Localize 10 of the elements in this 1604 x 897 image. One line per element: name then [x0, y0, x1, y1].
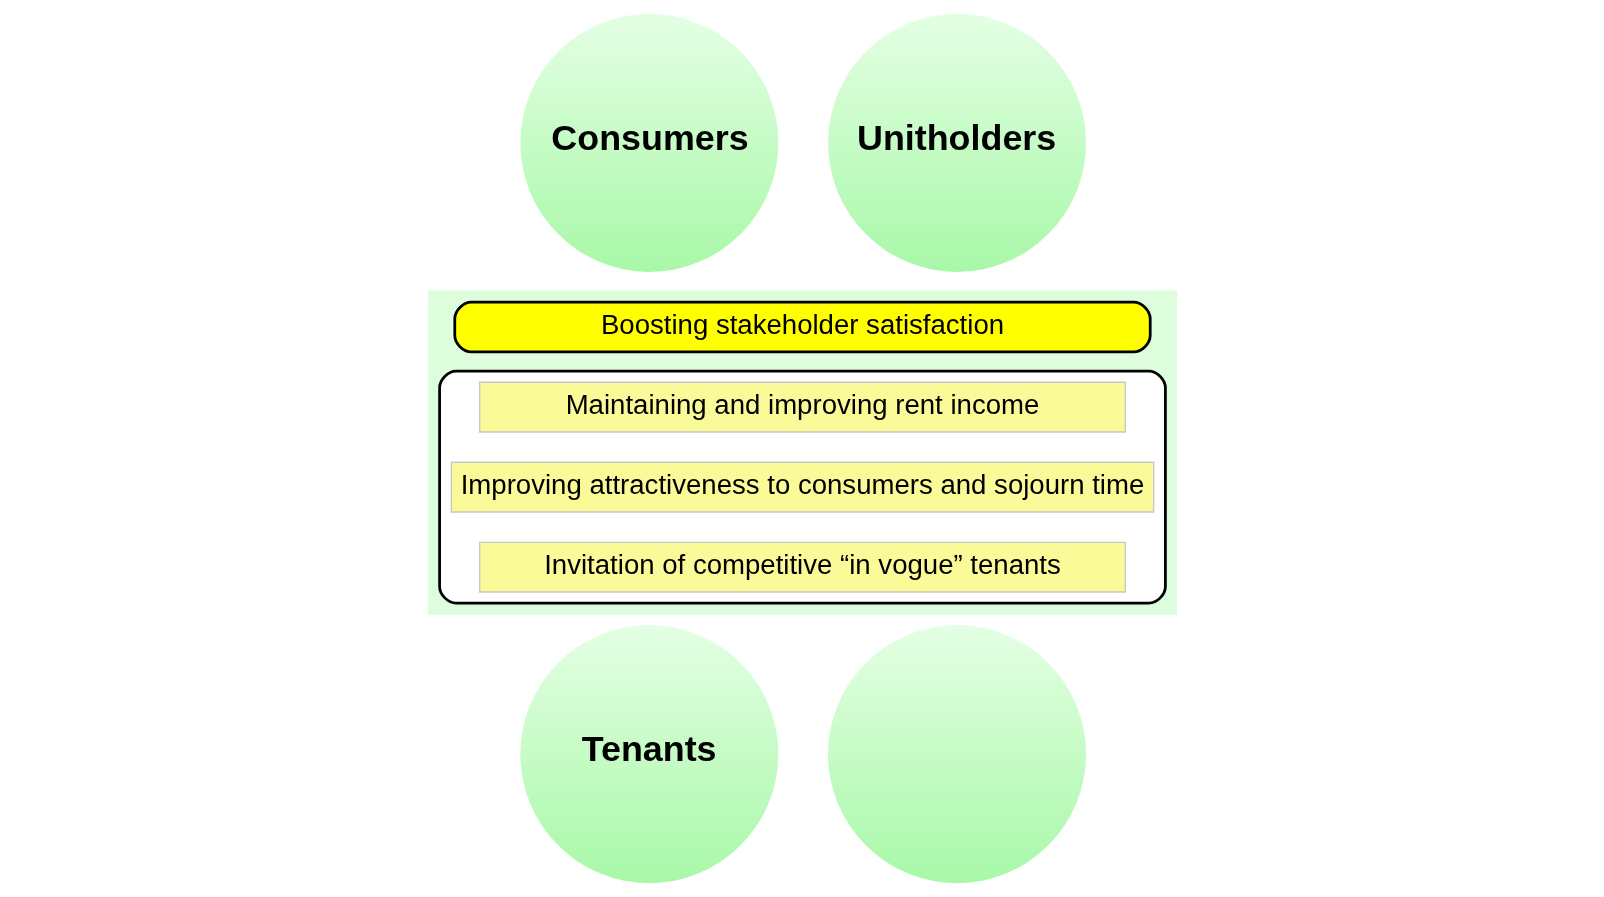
- node-circle: Tenants: [519, 625, 778, 884]
- node-circle: [827, 625, 1086, 884]
- node-circle: Unitholders: [827, 13, 1086, 272]
- cluster: [437, 369, 1167, 605]
- node-box: Boosting stakeholder satisfaction: [452, 300, 1152, 354]
- node-box: Invitation of competitive “in vogue” tenants: [478, 541, 1126, 593]
- node-box: Improving attractiveness to consumers and sojourn time: [450, 461, 1154, 513]
- cluster: [427, 290, 1177, 615]
- node-box: Maintaining and improving rent income: [478, 381, 1126, 433]
- node-circle: Consumers: [519, 13, 778, 272]
